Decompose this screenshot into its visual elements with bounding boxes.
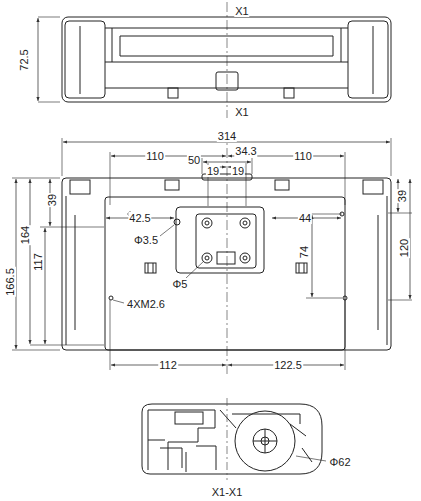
dimension-label: 166.5 [4, 267, 16, 297]
dimension-label: 44 [298, 212, 312, 224]
dimension-label: 34.3 [234, 145, 257, 157]
dimension-label: 74 [298, 245, 310, 259]
dimension-label: 72.5 [18, 48, 30, 71]
dimension-label: 122.5 [273, 359, 303, 371]
dimension-label: 50 [187, 154, 201, 166]
dimension-label: X1 [234, 5, 249, 17]
dimension-label: 42.5 [128, 212, 151, 224]
dimension-label: Φ3.5 [133, 234, 159, 246]
dimension-label: 39 [46, 193, 58, 207]
dimension-label: 39 [396, 189, 408, 203]
dimension-label: 110 [145, 150, 165, 162]
dimension-label: 19 [231, 165, 245, 177]
dimension-label: X1 [234, 106, 249, 118]
dimension-label: 120 [398, 238, 410, 258]
dimension-label: 112 [158, 359, 178, 371]
dimension-label: 4XM2.6 [126, 298, 166, 310]
dimension-label: 19 [206, 165, 220, 177]
dimension-label: 164 [19, 225, 31, 245]
dimension-label: Φ62 [328, 456, 351, 468]
dimension-label: X1-X1 [211, 486, 244, 498]
dimension-label: 314 [217, 130, 237, 142]
dimension-label: Φ5 [172, 278, 189, 290]
dimension-label: 117 [32, 252, 44, 272]
dimension-label: 110 [293, 150, 313, 162]
